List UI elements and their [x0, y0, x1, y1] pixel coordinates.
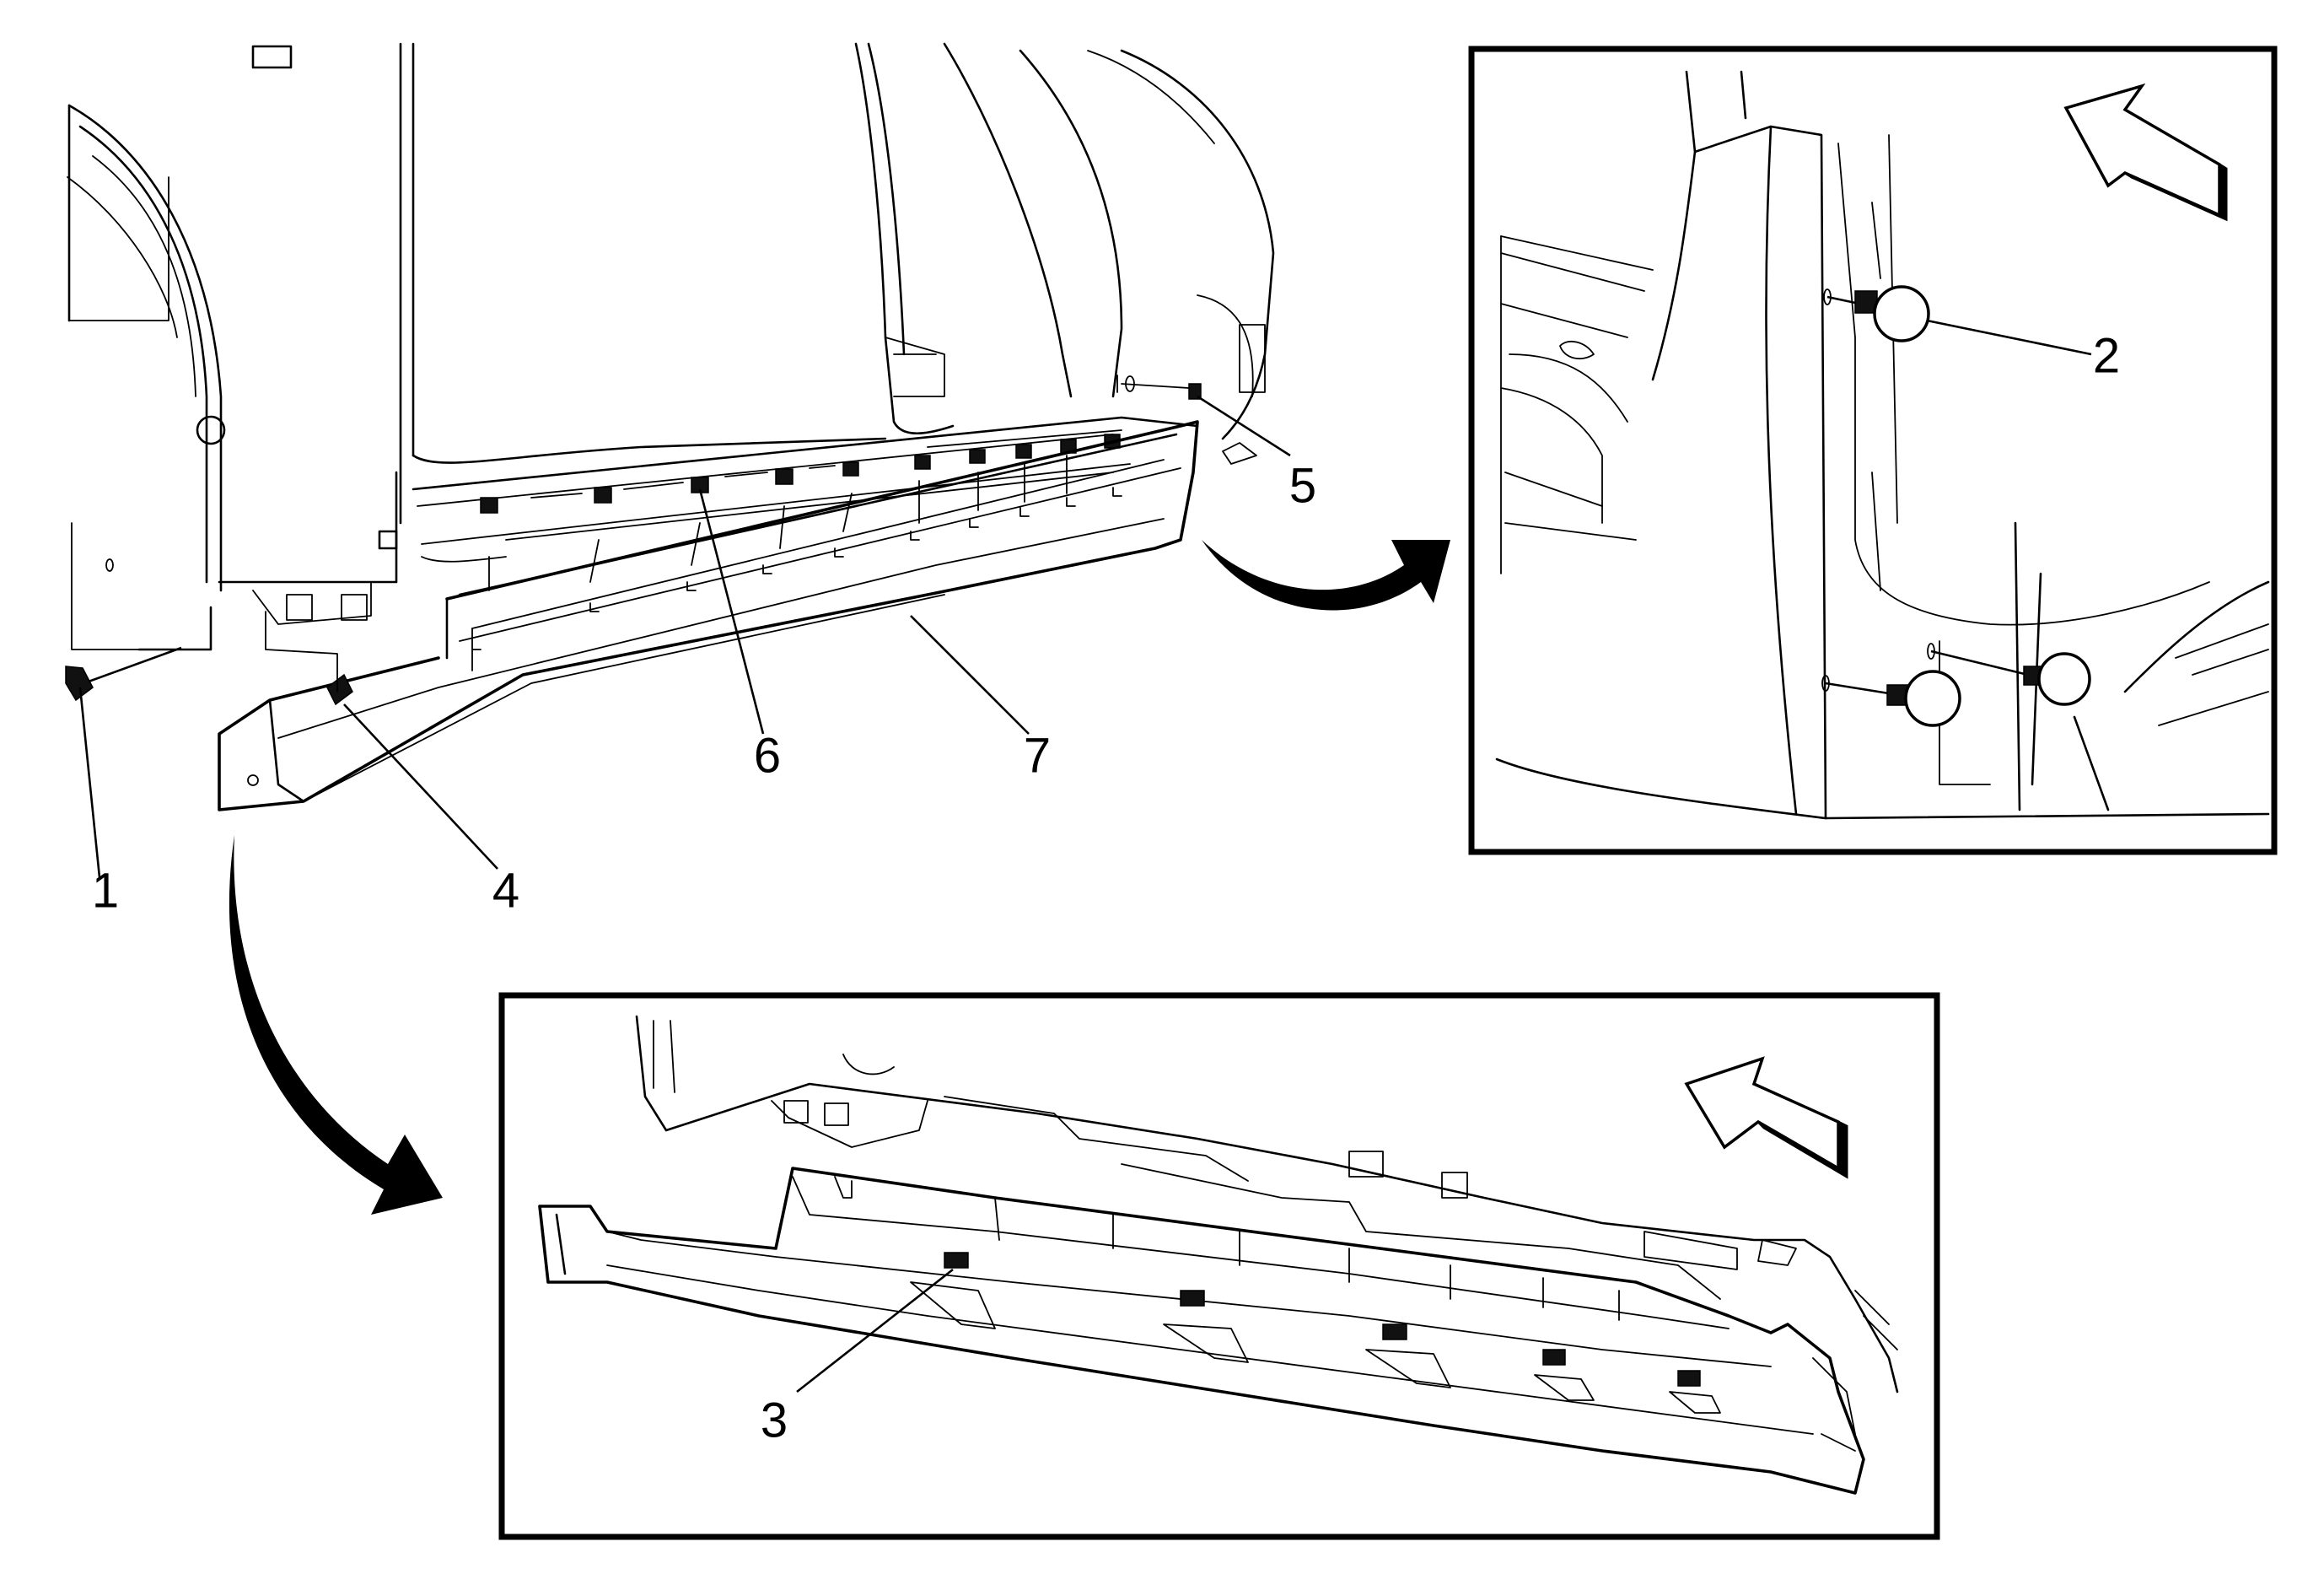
callout-1: 1	[92, 863, 119, 918]
retainer-clip-icon	[691, 477, 709, 493]
direction-arrow-icon	[2063, 83, 2228, 222]
front-retainer	[1116, 375, 1202, 400]
retainer-clip-icon	[944, 1252, 969, 1269]
front-push-pin	[265, 611, 353, 706]
retainer-clip-icon	[775, 468, 793, 485]
callout-2: 2	[2093, 328, 2120, 383]
callout-5: 5	[1289, 458, 1316, 513]
plug-icon	[1904, 670, 1961, 727]
inner-rocker-flange	[412, 416, 1199, 563]
retainer-clip-icon	[1677, 1370, 1701, 1387]
retainer-clip-icon	[914, 455, 931, 470]
retainer-clip-icon	[842, 461, 859, 477]
plug-icon	[2037, 652, 2091, 706]
curved-arrow-icon	[229, 835, 443, 1215]
retainer-clip-icon	[969, 449, 986, 464]
inset-underside-detail: 3	[498, 992, 1940, 1540]
callout-6: 6	[754, 728, 781, 783]
retainer-clip-icon	[1382, 1323, 1407, 1340]
rocker-panel	[218, 420, 1199, 811]
retainer-clip-icon	[480, 497, 498, 514]
callout-7: 7	[1024, 728, 1051, 783]
retainer-clip-icon	[1180, 1290, 1205, 1307]
curved-arrow-icon	[1202, 540, 1450, 611]
main-leaders	[78, 395, 1291, 878]
retainer-clip-icon	[1542, 1349, 1566, 1366]
plug-icon	[1873, 285, 1930, 342]
callout-3: 3	[761, 1393, 788, 1447]
callout-4: 4	[492, 863, 519, 918]
direction-arrow-icon	[1684, 1056, 1848, 1179]
rear-wheel-arch	[67, 104, 226, 651]
retainer-clip-icon	[1015, 444, 1032, 459]
main-vehicle-view: 1 4 5 6 7	[65, 42, 1316, 918]
inset-front-detail: 2	[1468, 46, 2278, 855]
door-opening	[218, 42, 1275, 625]
retainer-clip-icon	[594, 487, 612, 504]
retainer-clip-icon	[1060, 439, 1077, 454]
rear-push-pin	[65, 646, 182, 702]
